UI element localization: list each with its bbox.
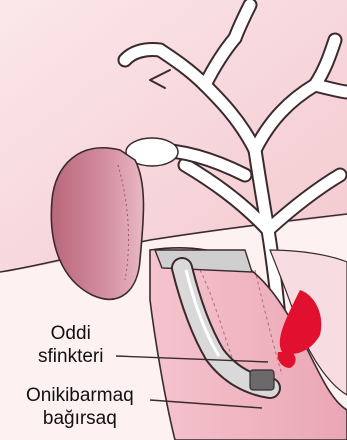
duodenum-label-line1: Onikibarmaq (26, 384, 134, 407)
sphincter-label-line2: sfinkteri (38, 345, 103, 368)
duodenum-label: Onikibarmaq bağırsaq (26, 384, 134, 430)
duodenum-label-line2: bağırsaq (26, 407, 134, 430)
sphincter-label-line1: Oddi (38, 322, 103, 345)
sphincter-of-oddi-label: Oddi sfinkteri (38, 322, 103, 368)
